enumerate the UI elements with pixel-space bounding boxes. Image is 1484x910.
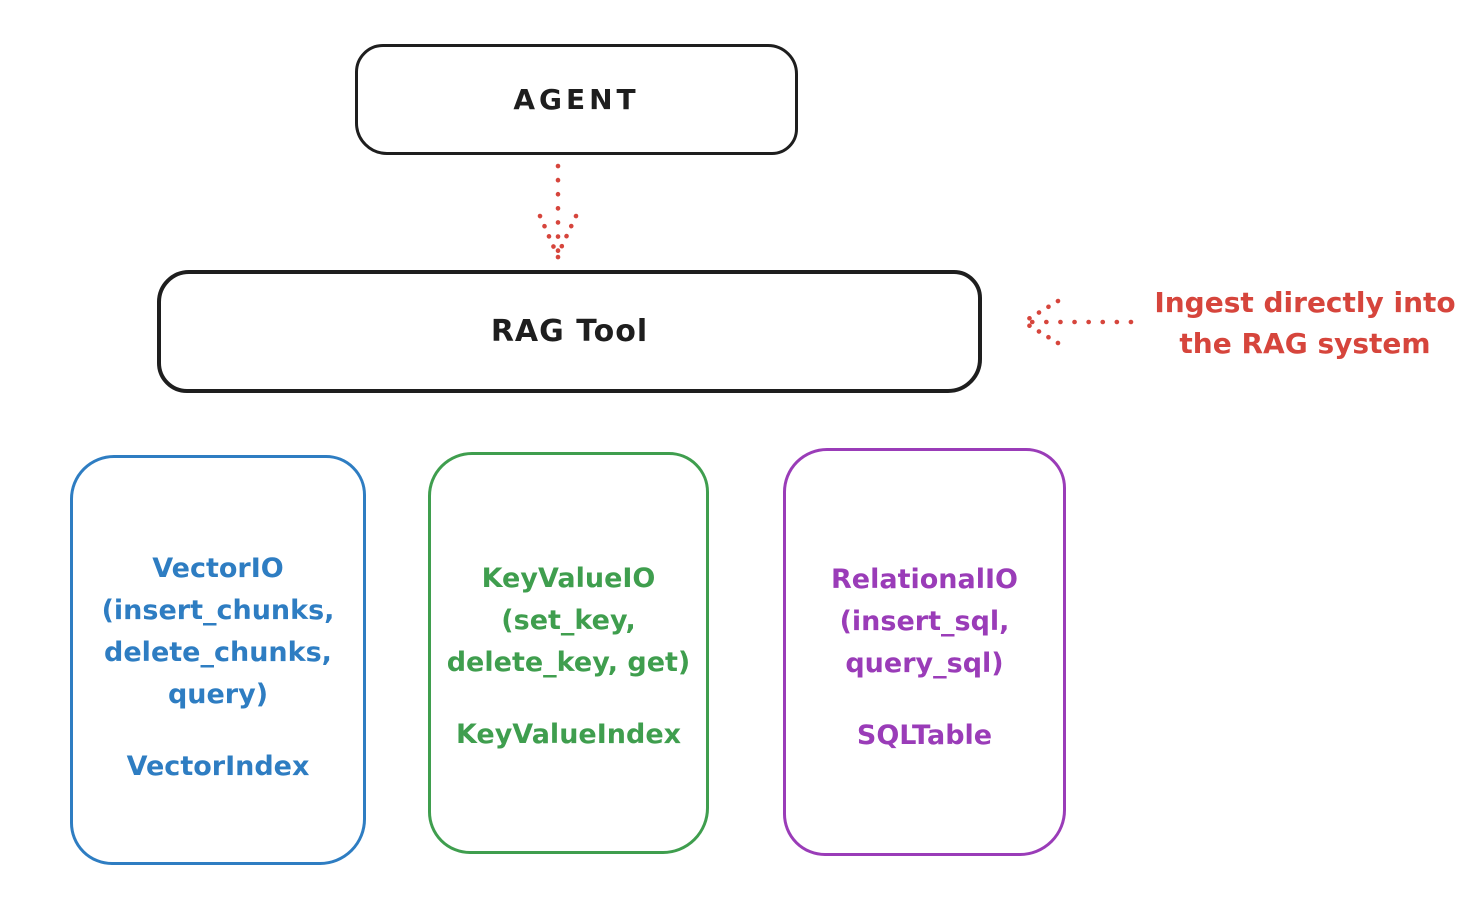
- relational-io-methods-line2: query_sql): [845, 648, 1004, 679]
- rag-tool-node-label: RAG Tool: [490, 314, 649, 349]
- key-value-io-node: KeyValueIO (set_key, delete_key, get) Ke…: [428, 452, 709, 854]
- relational-io-methods-line1: (insert_sql,: [839, 606, 1010, 637]
- vector-io-node: VectorIO (insert_chunks, delete_chunks, …: [70, 455, 366, 865]
- key-value-index-label: KeyValueIndex: [455, 719, 682, 750]
- rag-tool-node: RAG Tool: [157, 270, 982, 393]
- vector-io-methods-line1: (insert_chunks,: [101, 595, 335, 626]
- agent-node: AGENT: [355, 44, 798, 155]
- ingest-annotation-line1: Ingest directly into: [1154, 286, 1456, 319]
- relational-io-title: RelationalIO: [831, 564, 1018, 595]
- vector-index-label: VectorIndex: [126, 751, 310, 782]
- agent-node-label: AGENT: [513, 83, 640, 116]
- vector-io-methods-line3: query): [167, 679, 269, 710]
- agent-to-rag-tool-arrow: [537, 163, 579, 261]
- annotation-to-rag-tool-arrow: [1022, 298, 1134, 346]
- relational-io-node: RelationalIO (insert_sql, query_sql) SQL…: [783, 448, 1066, 856]
- ingest-annotation: Ingest directly into the RAG system: [1125, 282, 1484, 364]
- key-value-io-methods-line2: delete_key, get): [446, 647, 691, 678]
- vector-io-title: VectorIO: [152, 553, 284, 584]
- key-value-io-methods-line1: (set_key,: [501, 605, 636, 636]
- ingest-annotation-line2: the RAG system: [1179, 327, 1431, 360]
- key-value-io-title: KeyValueIO: [481, 563, 656, 594]
- sql-table-label: SQLTable: [856, 720, 993, 751]
- vector-io-methods-line2: delete_chunks,: [104, 637, 332, 668]
